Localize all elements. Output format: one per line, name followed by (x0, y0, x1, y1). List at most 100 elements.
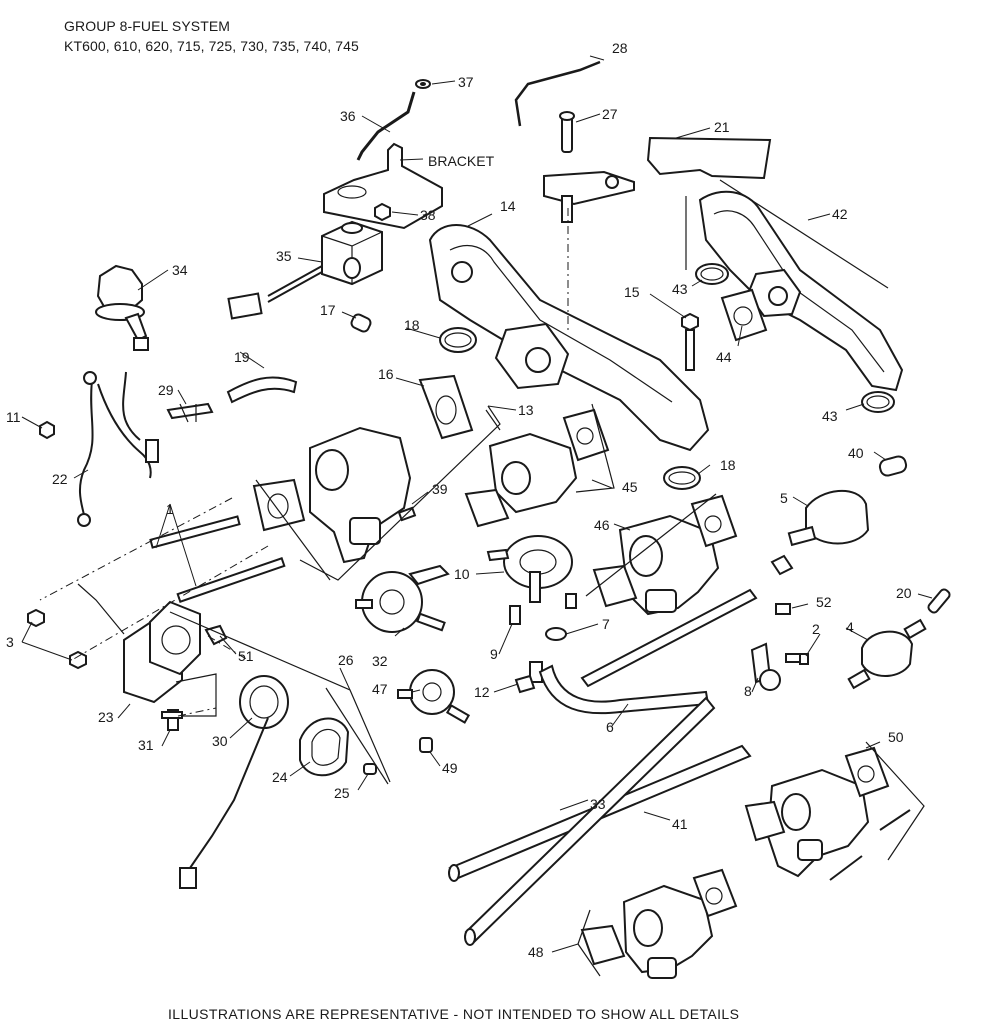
callout-43-lower: 43 (822, 408, 838, 424)
callout-17: 17 (320, 302, 336, 318)
callout-18-upper: 18 (404, 317, 420, 333)
part-3-nut-lower (69, 650, 87, 670)
part-50-carburetor (744, 746, 911, 881)
callout-29: 29 (158, 382, 174, 398)
part-22-harness (77, 371, 159, 527)
part-32-fuel-pump (355, 564, 450, 633)
callout-25: 25 (334, 785, 350, 801)
callout-38: 38 (420, 207, 436, 223)
part-46-carburetor (592, 494, 738, 616)
callout-labels: 37 28 36 27 21 BRACKET 14 38 42 35 34 43… (6, 40, 912, 960)
part-43-gasket-lower (861, 391, 895, 413)
part-31-screw (161, 709, 183, 731)
callout-27: 27 (602, 106, 618, 122)
callout-20: 20 (896, 585, 912, 601)
callout-19: 19 (234, 349, 250, 365)
part-34-actuator (95, 264, 149, 351)
leader-lines (21, 55, 933, 953)
part-21-shield (646, 136, 772, 180)
callout-47: 47 (372, 681, 388, 697)
callout-45: 45 (622, 479, 638, 495)
callout-35: 35 (276, 248, 292, 264)
callout-28: 28 (612, 40, 628, 56)
part-17-plug (350, 313, 372, 333)
callout-36: 36 (340, 108, 356, 124)
callout-14: 14 (500, 198, 516, 214)
part-36-rod (356, 91, 416, 161)
callout-42: 42 (832, 206, 848, 222)
alignment-lines (39, 208, 925, 977)
callout-39: 39 (432, 481, 448, 497)
callout-37: 37 (458, 74, 474, 90)
part-8-clip (750, 642, 781, 691)
part-11-screw (39, 420, 55, 440)
callout-12: 12 (474, 684, 490, 700)
callout-22: 22 (52, 471, 68, 487)
callout-7: 7 (602, 616, 610, 632)
part-45-carburetor (464, 408, 610, 528)
part-20-sleeve (927, 588, 951, 614)
part-23-bracket (77, 583, 217, 717)
callout-32: 32 (372, 653, 388, 669)
callout-52: 52 (816, 594, 832, 610)
callout-21: 21 (714, 119, 730, 135)
part-bracket (323, 142, 443, 230)
callout-40: 40 (848, 445, 864, 461)
part-43-gasket-upper (695, 263, 729, 285)
callout-46: 46 (594, 517, 610, 533)
part-6-fuel-line (538, 588, 758, 715)
callout-23: 23 (98, 709, 114, 725)
part-3-nut-upper (27, 608, 45, 628)
callout-6: 6 (606, 719, 614, 735)
callout-30: 30 (212, 733, 228, 749)
callout-bracket: BRACKET (428, 153, 495, 169)
callout-26: 26 (338, 652, 354, 668)
callout-3: 3 (6, 634, 14, 650)
callout-41: 41 (672, 816, 688, 832)
callout-16: 16 (378, 366, 394, 382)
callout-15: 15 (624, 284, 640, 300)
part-52-screw (775, 603, 791, 615)
part-14-manifold (428, 224, 710, 452)
part-24-gasket (299, 717, 350, 777)
model-list: KT600, 610, 620, 715, 725, 730, 735, 740… (64, 38, 359, 54)
part-5-fuel-filter (787, 490, 870, 547)
part-18-gasket-lower (663, 466, 701, 490)
callout-50: 50 (888, 729, 904, 745)
footer-note: ILLUSTRATIONS ARE REPRESENTATIVE - NOT I… (168, 1006, 740, 1022)
callout-8: 8 (744, 683, 752, 699)
callout-13: 13 (518, 402, 534, 418)
part-28-linkage (514, 60, 601, 127)
part-15-bolt (681, 312, 699, 371)
part-48-carburetor (577, 868, 738, 979)
part-35-solenoid (227, 220, 383, 320)
callout-51: 51 (238, 648, 254, 664)
callout-33: 33 (590, 796, 606, 812)
part-51-clip (204, 624, 228, 646)
callout-18-lower: 18 (720, 457, 736, 473)
part-12-fitting (514, 661, 543, 694)
part-2-screw (785, 653, 809, 665)
callout-11: 11 (6, 409, 21, 425)
callout-43-upper: 43 (672, 281, 688, 297)
part-4-fuel-filter (847, 618, 927, 690)
callout-31: 31 (138, 737, 154, 753)
part-44-gasket (720, 288, 768, 342)
callout-9: 9 (490, 646, 498, 662)
part-40-sleeve (878, 455, 908, 477)
callout-2: 2 (812, 621, 820, 637)
callout-4: 4 (846, 619, 854, 635)
callout-1: 1 (166, 501, 174, 517)
part-7-clamp (545, 627, 567, 641)
part-9-screw (509, 593, 577, 625)
callout-34: 34 (172, 262, 188, 278)
callout-5: 5 (780, 490, 788, 506)
diagram-title: GROUP 8-FUEL SYSTEM (64, 18, 231, 34)
part-25-screw (363, 763, 377, 775)
part-clip-5 (770, 554, 794, 576)
callout-49: 49 (442, 760, 458, 776)
callout-48: 48 (528, 944, 544, 960)
part-41-hose (464, 696, 716, 946)
part-29-clamp (166, 402, 214, 423)
